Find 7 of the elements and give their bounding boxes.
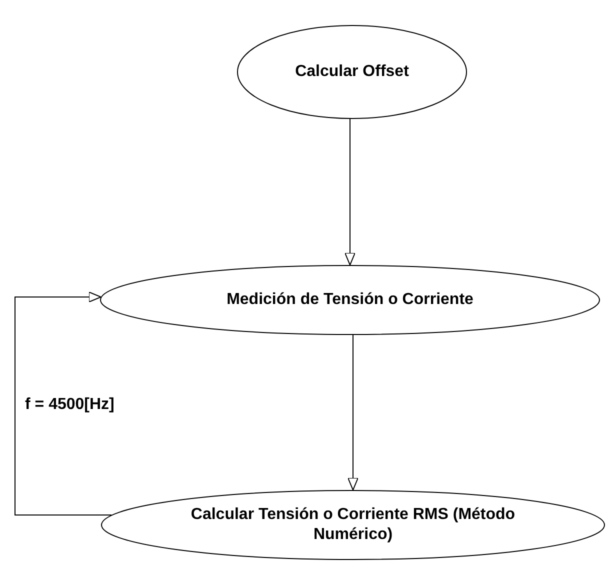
node-label: Calcular Tensión o Corriente RMS (Método Numérico) (190, 505, 516, 545)
node-label: Calcular Offset (295, 62, 409, 82)
edge-label: f = 4500[Hz] (25, 396, 114, 414)
arrow (14, 292, 112, 516)
arrow (348, 334, 358, 490)
arrow (344, 118, 356, 266)
node-label: Medición de Tensión o Corriente (226, 290, 474, 310)
